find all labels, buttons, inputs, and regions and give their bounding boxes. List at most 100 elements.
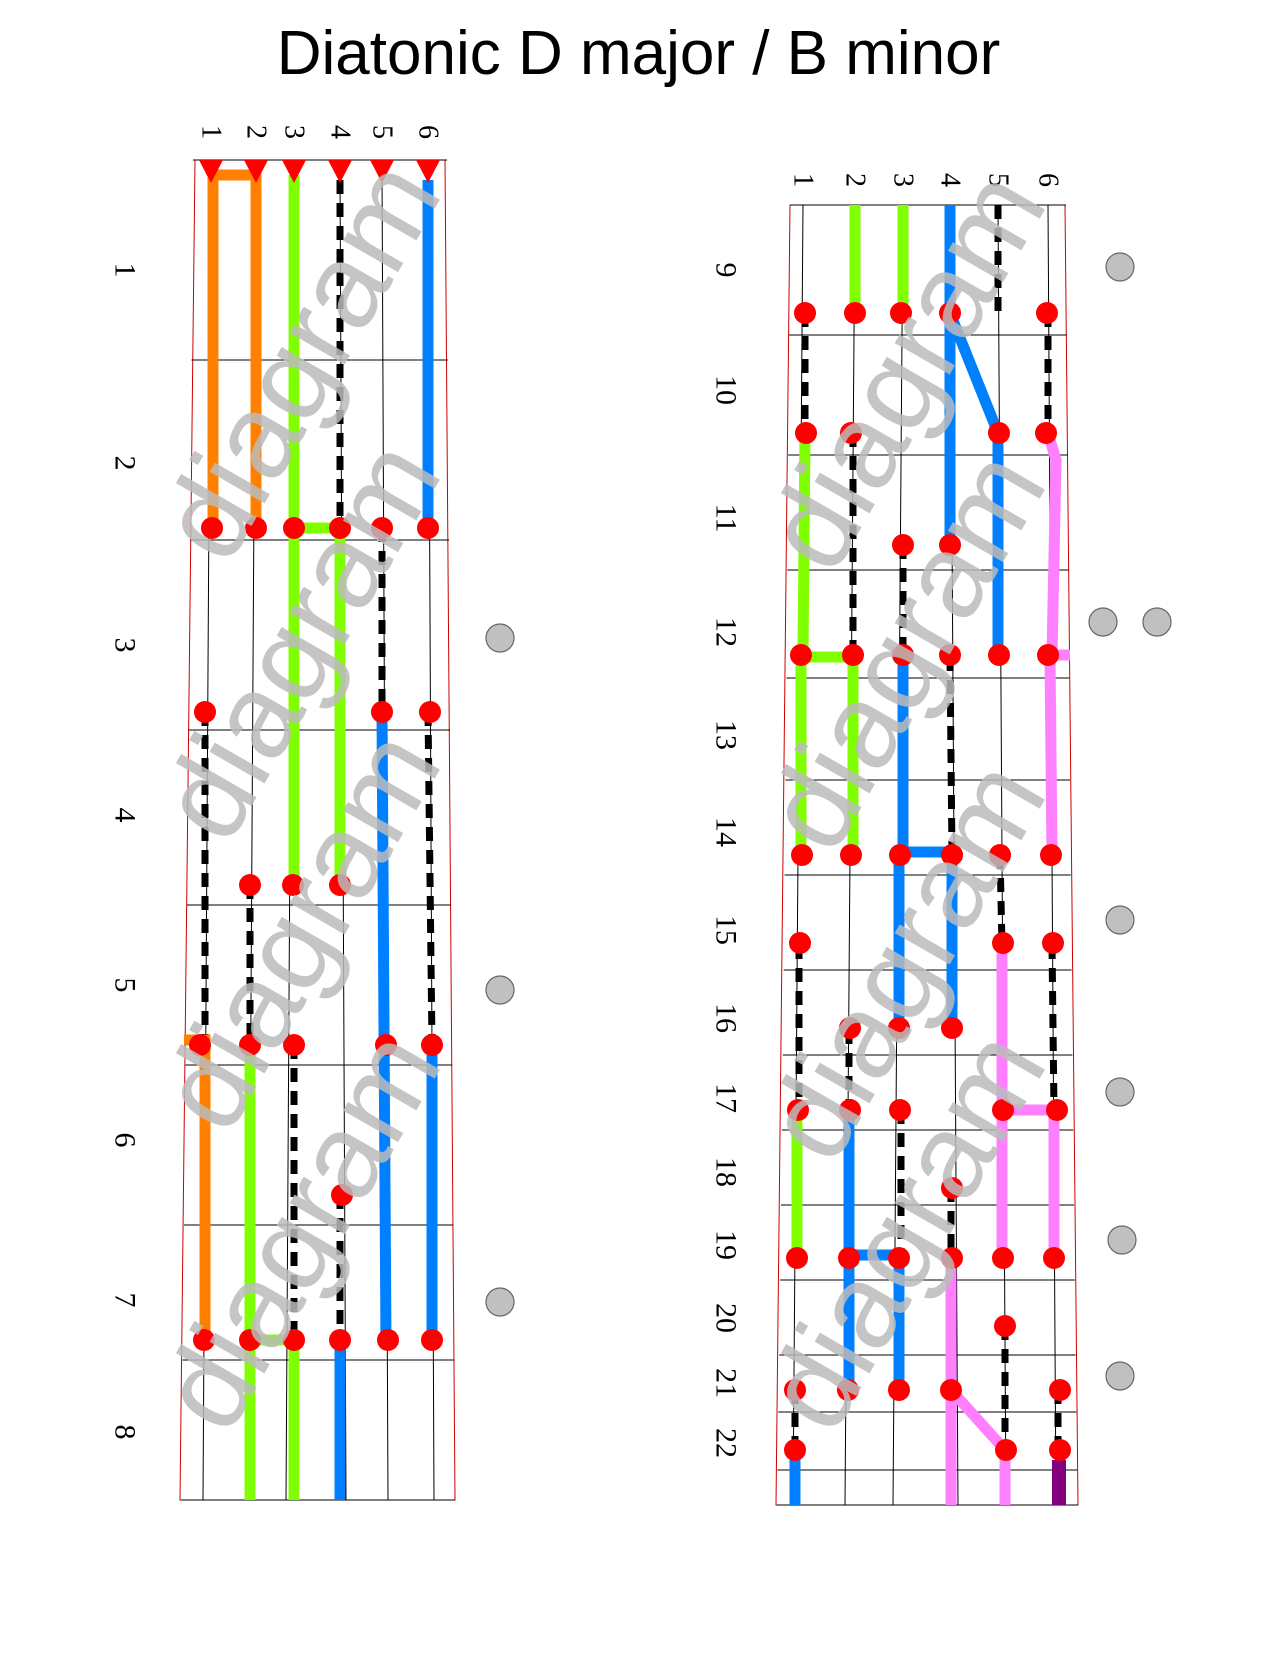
- right-note-dot: [939, 534, 961, 556]
- page-title: Diatonic D major / B minor: [276, 19, 1001, 88]
- fret-marker: [485, 1287, 515, 1317]
- left-note-dot: [245, 517, 267, 539]
- right-note-dot: [988, 422, 1010, 444]
- right-note-dot: [795, 422, 817, 444]
- right-note-dot: [1035, 422, 1057, 444]
- right-note-dot: [992, 932, 1014, 954]
- right-note-dot: [837, 1379, 859, 1401]
- left-note-dot: [329, 874, 351, 896]
- left-note-dot: [421, 1034, 443, 1056]
- right-note-dot: [791, 844, 813, 866]
- right-pink-path: [945, 1258, 1011, 1505]
- fret-marker: [1105, 1077, 1135, 1107]
- right-note-dot: [840, 844, 862, 866]
- right-note-dot: [939, 302, 961, 324]
- fret-marker: [1105, 252, 1135, 282]
- right-fret-label: 12: [710, 617, 743, 647]
- left-note-dot: [193, 1329, 215, 1351]
- open-string-marker: [244, 160, 268, 183]
- right-fret-label: 17: [710, 1083, 743, 1113]
- left-fret-label: 8: [109, 1425, 142, 1440]
- right-note-dot: [840, 422, 862, 444]
- left-note-dot: [239, 1329, 261, 1351]
- left-note-dot: [329, 1329, 351, 1351]
- left-note-dot: [239, 874, 261, 896]
- right-note-dot: [889, 844, 911, 866]
- right-note-dot: [941, 1247, 963, 1269]
- open-string-marker: [199, 160, 223, 183]
- left-string-label: 1: [196, 125, 227, 139]
- right-black-dash: [996, 854, 1006, 946]
- right-string-label: 5: [983, 173, 1014, 187]
- fret-marker: [1088, 607, 1118, 637]
- right-note-dot: [1049, 1379, 1071, 1401]
- right-note-dot: [988, 644, 1010, 666]
- right-string-label: 6: [1033, 173, 1064, 187]
- right-note-dot: [995, 1439, 1017, 1461]
- fret-marker: [1105, 1361, 1135, 1391]
- right-note-dot: [784, 1439, 806, 1461]
- right-fret-label: 15: [710, 915, 743, 945]
- left-note-dot: [282, 874, 304, 896]
- open-string-marker: [282, 160, 306, 183]
- right-string-label: 1: [788, 173, 819, 187]
- fret-marker: [1107, 1225, 1137, 1255]
- right-note-dot: [1037, 644, 1059, 666]
- fret-marker: [1105, 905, 1135, 935]
- right-pink-path: [996, 945, 1060, 1258]
- left-string-label: 4: [325, 125, 356, 139]
- right-fret-label: 16: [710, 1003, 743, 1033]
- left-string-label: 2: [241, 125, 272, 139]
- right-note-dot: [892, 534, 914, 556]
- left-fret-label: 5: [109, 978, 142, 993]
- left-note-dot: [377, 1329, 399, 1351]
- left-string-label: 3: [279, 125, 310, 139]
- right-string-label: 3: [888, 173, 919, 187]
- right-note-dot: [939, 644, 961, 666]
- left-note-dot: [283, 1329, 305, 1351]
- right-fret-label: 10: [710, 375, 743, 405]
- left-black-dash: [424, 711, 436, 1046]
- right-note-dot: [888, 1017, 910, 1039]
- right-fret-label: 13: [710, 720, 743, 750]
- right-note-dot: [989, 844, 1011, 866]
- right-note-dot: [842, 644, 864, 666]
- right-note-dot: [1040, 844, 1062, 866]
- right-note-dot: [789, 932, 811, 954]
- left-fret-label: 7: [109, 1293, 142, 1308]
- dot-layer: [189, 160, 1172, 1461]
- right-fret-label: 9: [710, 263, 743, 278]
- right-note-dot: [790, 644, 812, 666]
- open-string-marker: [328, 160, 352, 183]
- right-string-label: 4: [935, 173, 966, 187]
- right-note-dot: [992, 1099, 1014, 1121]
- left-note-dot: [419, 701, 441, 723]
- left-blue-line: [376, 711, 392, 1346]
- right-fret-label: 18: [710, 1157, 743, 1187]
- left-note-dot: [371, 517, 393, 539]
- left-note-dot: [331, 1184, 353, 1206]
- left-string-label: 5: [367, 125, 398, 139]
- right-green-line: [797, 432, 811, 656]
- right-note-dot: [784, 1379, 806, 1401]
- right-note-dot: [838, 1247, 860, 1269]
- right-note-dot: [889, 1099, 911, 1121]
- right-note-dot: [1042, 932, 1064, 954]
- right-pink-path: [1042, 431, 1070, 661]
- right-note-dot: [888, 1379, 910, 1401]
- right-fret-label: 20: [710, 1303, 743, 1333]
- right-fret-label: 21: [710, 1368, 743, 1398]
- right-note-dot: [794, 302, 816, 324]
- right-note-dot: [1049, 1439, 1071, 1461]
- right-string-label: 2: [840, 173, 871, 187]
- right-note-dot: [888, 1247, 910, 1269]
- right-note-dot: [844, 302, 866, 324]
- right-note-dot: [941, 1177, 963, 1199]
- right-pink-line: [1044, 656, 1058, 856]
- right-note-dot: [941, 1017, 963, 1039]
- watermark-layer: diagramdiagramdiagramdiagramdiagramdiagr…: [134, 139, 1072, 1451]
- right-note-dot: [994, 1315, 1016, 1337]
- fret-marker: [485, 623, 515, 653]
